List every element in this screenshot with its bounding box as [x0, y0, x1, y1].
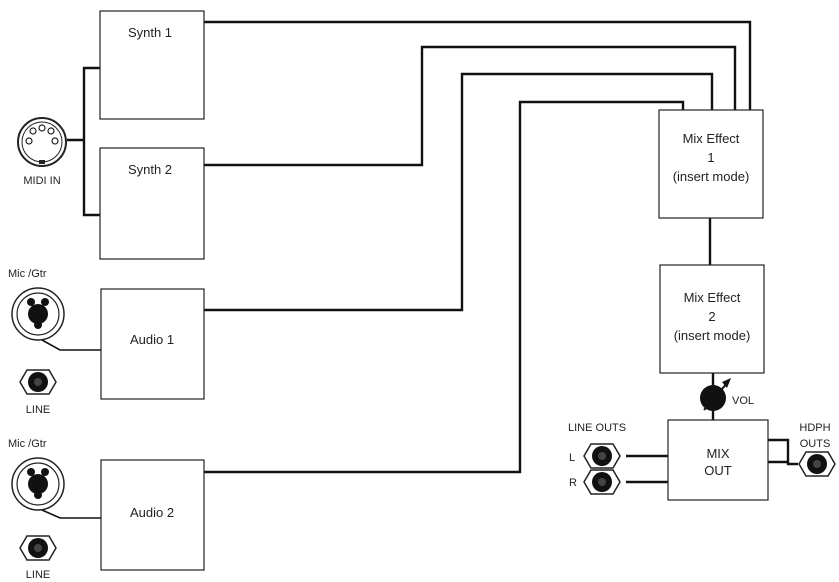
wires — [41, 20, 798, 519]
synth1-block: Synth 1 — [99, 10, 205, 120]
mix-effect-2-mode: (insert mode) — [674, 328, 751, 343]
audio2-label: Audio 2 — [130, 505, 174, 520]
mic-gtr-2-label: Mic /Gtr — [8, 438, 47, 450]
synth1-wire — [204, 20, 752, 110]
audio1-block: Audio 1 — [100, 288, 205, 400]
audio1-wire — [204, 72, 714, 312]
line-1-label: LINE — [26, 404, 50, 416]
audio2-block: Audio 2 — [100, 459, 205, 571]
mix-out-line1: MIX — [706, 446, 729, 461]
mix-effect-1-title: Mix Effect — [683, 131, 740, 146]
mix-effect-1-mode: (insert mode) — [673, 169, 750, 184]
synth2-wire — [204, 45, 737, 167]
midi-wire — [67, 66, 100, 217]
mix-effect-2-number: 2 — [708, 309, 715, 324]
line-outs-label: LINE OUTS — [568, 422, 626, 434]
synth2-block: Synth 2 — [99, 147, 205, 260]
audio1-label: Audio 1 — [130, 332, 174, 347]
line-out-r-jack — [583, 469, 621, 495]
mix-effect-2-block: Mix Effect 2 (insert mode) — [659, 264, 765, 374]
midi-in-label: MIDI IN — [23, 175, 60, 187]
line-out-l-jack — [583, 443, 621, 469]
hdph-label-line1: HDPH — [799, 422, 830, 434]
mic-gtr-1-jack: Mic /Gtr — [8, 268, 65, 341]
vol-knob: VOL — [700, 378, 754, 411]
input2-wire — [41, 509, 101, 519]
line-2-jack: LINE — [19, 535, 57, 581]
mix-effect-1-block: Mix Effect 1 (insert mode) — [658, 109, 764, 219]
hdph-outs: HDPH OUTS — [798, 422, 836, 477]
synth1-label: Synth 1 — [128, 25, 172, 40]
audio2-wire — [204, 100, 685, 474]
midi-in-connector: MIDI IN — [17, 117, 67, 187]
hdph-label-line2: OUTS — [800, 438, 831, 450]
mic-gtr-2-jack: Mic /Gtr — [8, 438, 65, 511]
mix-effect-1-number: 1 — [707, 150, 714, 165]
mix-effect-2-title: Mix Effect — [684, 290, 741, 305]
vol-label: VOL — [732, 395, 754, 407]
hdph-wire — [768, 438, 798, 466]
mic-gtr-1-label: Mic /Gtr — [8, 268, 47, 280]
mix-out-line2: OUT — [704, 463, 732, 478]
line-out-l-label: L — [569, 452, 575, 464]
synth2-label: Synth 2 — [128, 162, 172, 177]
mix-out-block: MIX OUT — [667, 419, 769, 501]
line-1-jack: LINE — [19, 369, 57, 416]
input1-wire — [41, 339, 101, 351]
line-outs: LINE OUTS L R — [568, 422, 626, 495]
line-out-r-label: R — [569, 477, 577, 489]
hdph-jack — [798, 451, 836, 477]
line-2-label: LINE — [26, 569, 50, 581]
